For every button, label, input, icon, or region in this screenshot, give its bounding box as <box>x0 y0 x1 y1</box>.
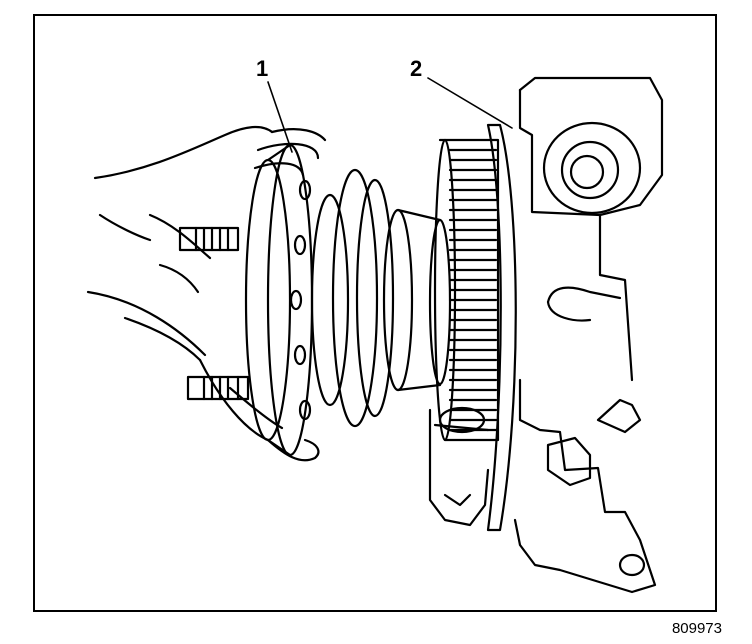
bearing-body <box>310 168 452 428</box>
wheel-studs <box>178 226 250 401</box>
figure-id: 809973 <box>671 620 722 637</box>
speed-sensor <box>428 406 490 527</box>
steering-knuckle <box>513 76 664 594</box>
leader-lines <box>267 77 513 153</box>
backing-plate <box>486 123 517 532</box>
callout-2-label: 2 <box>410 56 423 81</box>
illustration-frame <box>33 14 717 612</box>
callout-1-label: 1 <box>256 56 269 81</box>
sensor-ring <box>433 138 500 442</box>
